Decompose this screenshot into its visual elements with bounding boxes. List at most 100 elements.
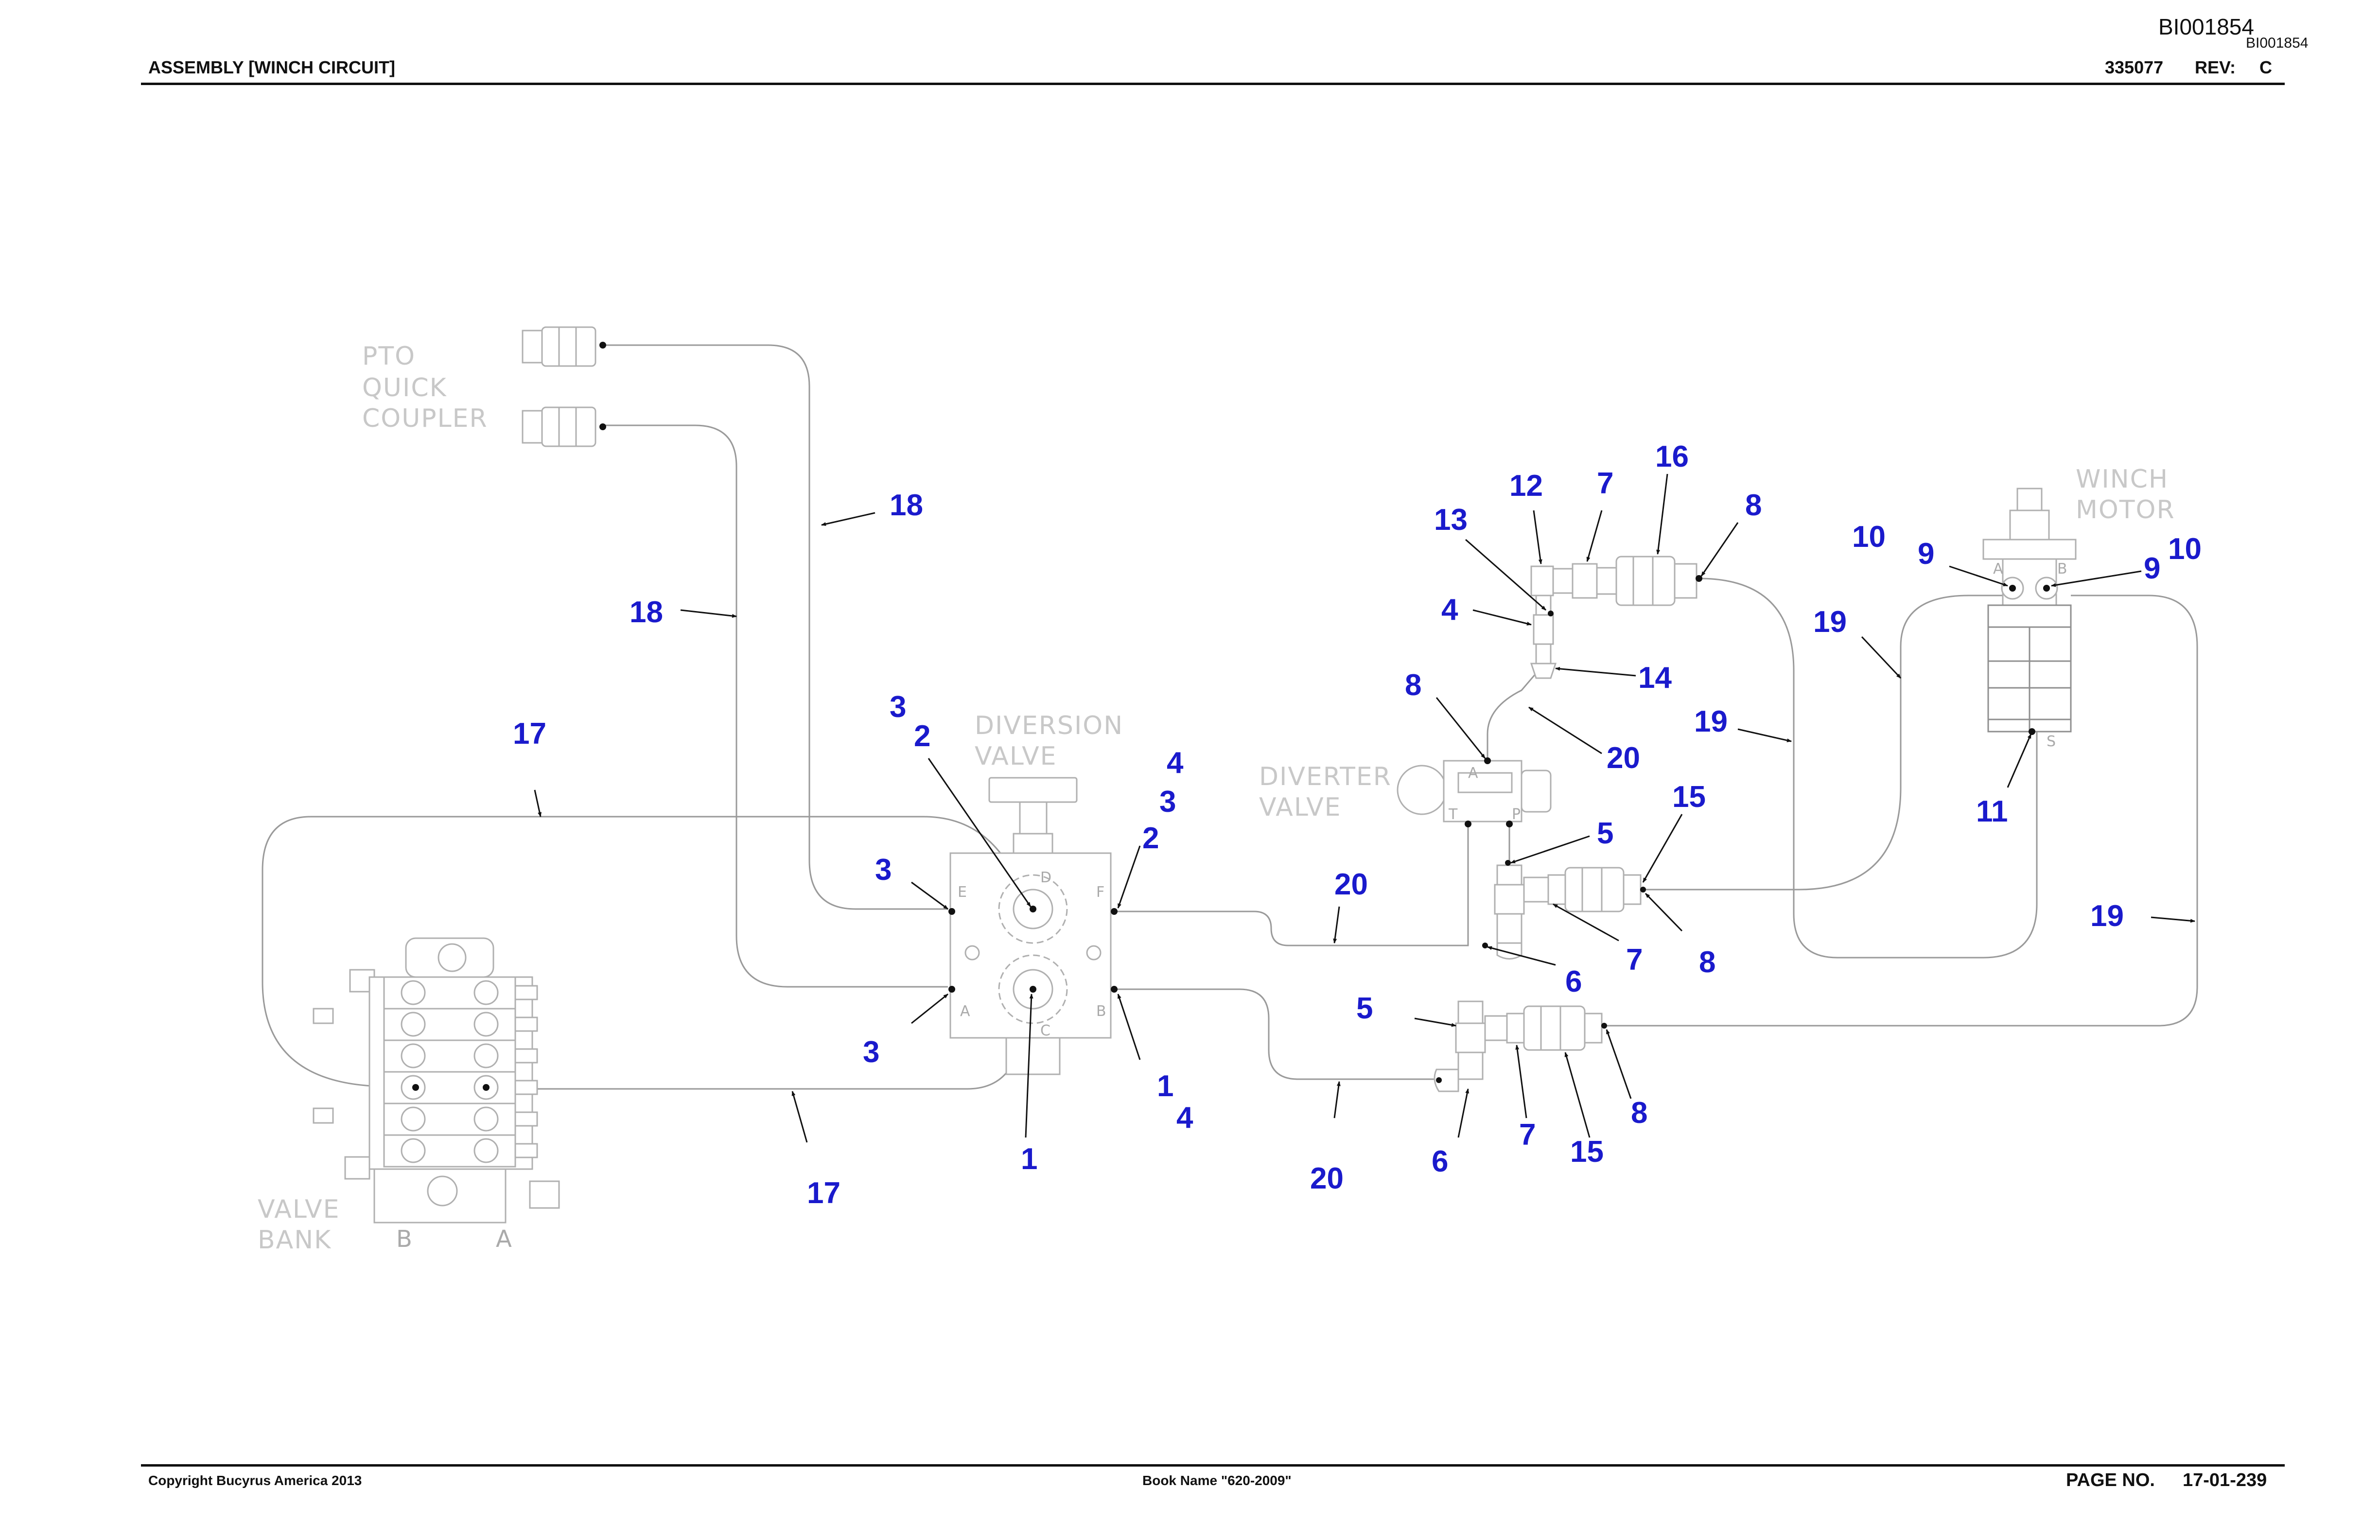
callout-7-lower: 7 — [1519, 1118, 1536, 1152]
diverter-port-a: A — [1468, 765, 1478, 782]
callout-17-upper: 17 — [513, 717, 546, 751]
callout-3-right-upper: 3 — [1159, 785, 1176, 819]
hose-18-lower — [600, 424, 948, 988]
label-winch-line-1: WINCH — [2076, 465, 2169, 494]
upper-fitting-stack — [1530, 556, 1702, 679]
callout-1-right: 1 — [1157, 1069, 1173, 1103]
pto-coupler-upper — [522, 326, 606, 367]
callout-4-stack: 4 — [1441, 593, 1458, 627]
callout-19-upper: 19 — [1813, 605, 1847, 639]
bank-port-b: B — [396, 1225, 412, 1253]
label-pto-quick-coupler: PTO QUICK COUPLER — [362, 342, 488, 433]
diversion-valve — [948, 777, 1118, 1075]
pto-coupler-lower — [522, 406, 606, 447]
label-diverter-line-2: VALVE — [1259, 793, 1342, 822]
callout-2-left: 2 — [914, 719, 930, 753]
valve-bank-sections — [313, 976, 538, 1168]
callout-8-top: 8 — [1745, 489, 1762, 522]
callout-20-bottom: 20 — [1310, 1162, 1344, 1195]
callout-7-top: 7 — [1597, 467, 1613, 500]
label-winch-line-2: MOTOR — [2076, 495, 2175, 525]
leader-lines — [534, 473, 2195, 1143]
callout-2-right: 2 — [1142, 822, 1159, 855]
label-diversion-valve: DIVERSION VALVE — [975, 711, 1133, 771]
callout-6-lower: 6 — [1432, 1145, 1448, 1178]
hose-17-lower — [530, 1040, 1022, 1090]
hose-19-right — [1602, 595, 2198, 1027]
callout-7-upper-tee: 7 — [1626, 943, 1643, 977]
label-diverter-valve: DIVERTER VALVE — [1259, 762, 1400, 822]
callout-14: 14 — [1638, 661, 1672, 695]
hose-19-mid — [1643, 595, 2008, 891]
hose-20-lower — [1111, 988, 1436, 1080]
callout-11: 11 — [1976, 795, 2008, 828]
label-diverter-line-1: DIVERTER — [1259, 762, 1392, 791]
port-label-f: F — [1096, 884, 1104, 901]
label-valve-bank: VALVE BANK — [258, 1195, 349, 1255]
page-title: ASSEMBLY [WINCH CIRCUIT] — [148, 57, 396, 77]
footer-page-label: PAGE NO. — [2066, 1470, 2155, 1490]
callout-9-left: 9 — [1918, 537, 1934, 571]
hose-18-upper — [600, 344, 948, 910]
callout-19-mid: 19 — [1694, 705, 1728, 738]
callout-20-mid: 20 — [1334, 868, 1368, 901]
callout-15-upper: 15 — [1672, 780, 1706, 814]
rev-value: C — [2259, 57, 2272, 77]
winch-motor — [1982, 488, 2077, 735]
callout-5-lower: 5 — [1356, 992, 1373, 1025]
callout-6-upper-tee: 6 — [1565, 965, 1582, 998]
footer-copyright: Copyright Bucyrus America 2013 — [148, 1473, 362, 1488]
footer-book-name: Book Name "620-2009" — [1142, 1473, 1292, 1488]
callout-17-lower: 17 — [807, 1176, 840, 1210]
callout-20-diverter: 20 — [1607, 741, 1640, 775]
diverter-port-t: T — [1448, 806, 1458, 823]
callout-8-diverter: 8 — [1405, 668, 1421, 702]
lower-tee-stack — [1434, 1000, 1607, 1092]
valve-bank — [313, 937, 560, 1224]
label-diversion-line-1: DIVERSION — [975, 711, 1123, 740]
header-rule — [141, 83, 2285, 85]
callout-8-upper-tee: 8 — [1699, 945, 1715, 979]
label-pto-line-3: COUPLER — [362, 404, 488, 433]
footer-page-value: 17-01-239 — [2183, 1470, 2267, 1490]
motor-port-s: S — [2047, 733, 2056, 750]
callout-4-right-upper: 4 — [1167, 746, 1184, 780]
hose-19-upper — [1698, 578, 2038, 959]
callout-18-lower: 18 — [630, 595, 663, 629]
label-winch-motor: WINCH MOTOR — [2076, 465, 2178, 525]
hose-20-upper — [1111, 824, 1469, 946]
label-bank-line-2: BANK — [258, 1225, 332, 1255]
diverter-valve — [1397, 757, 1552, 827]
motor-port-b: B — [2057, 560, 2067, 578]
callout-3-left-lower: 3 — [863, 1035, 879, 1069]
label-diversion-line-2: VALVE — [975, 742, 1057, 771]
label-bank-line-1: VALVE — [258, 1195, 340, 1224]
callout-15-lower: 15 — [1570, 1135, 1604, 1169]
motor-port-a: A — [1993, 560, 2003, 578]
part-number: 335077 — [2105, 57, 2164, 77]
diverter-port-p: P — [1512, 806, 1521, 823]
callout-5-upper: 5 — [1597, 817, 1613, 850]
callout-numbers: 18 18 17 17 3 2 3 3 4 3 2 1 4 1 20 20 12… — [513, 440, 2202, 1210]
callout-10-left: 10 — [1852, 520, 1886, 554]
upper-tee-stack — [1482, 860, 1646, 960]
callout-19-right: 19 — [2090, 899, 2124, 933]
callout-3-top: 3 — [890, 690, 906, 724]
port-label-d: D — [1040, 869, 1051, 886]
port-label-c: C — [1040, 1022, 1050, 1039]
callout-8-lower: 8 — [1631, 1096, 1647, 1130]
callout-9-right: 9 — [2144, 552, 2160, 585]
callout-18-upper: 18 — [890, 489, 923, 522]
drawing-id-small: BI001854 — [2246, 35, 2309, 51]
callout-10-right: 10 — [2168, 532, 2202, 566]
hose-20-diverter-a — [1487, 673, 1537, 761]
rev-label: REV: — [2195, 57, 2236, 77]
callout-13: 13 — [1434, 503, 1468, 537]
bank-port-a: A — [496, 1225, 512, 1253]
callout-3-left-upper: 3 — [875, 853, 892, 887]
callout-1-bottom: 1 — [1021, 1142, 1037, 1176]
callout-12: 12 — [1509, 469, 1543, 503]
port-label-b: B — [1096, 1003, 1106, 1020]
drawing-id-large: BI001854 — [2158, 14, 2254, 39]
